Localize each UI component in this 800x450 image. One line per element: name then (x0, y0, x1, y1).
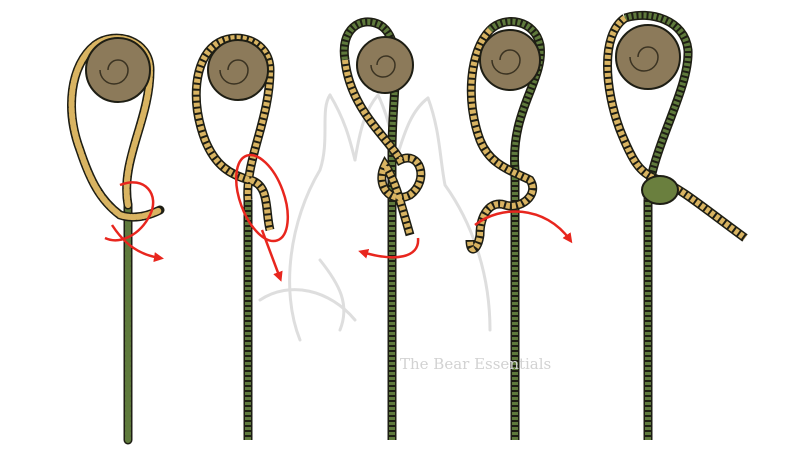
watermark-text: The Bear Essentials (400, 355, 552, 373)
post-disc (85, 37, 151, 103)
curved-arrow-left-icon (358, 237, 420, 259)
step-4 (465, 17, 573, 440)
step-3 (339, 17, 426, 440)
curved-arrow-right-icon (474, 210, 573, 244)
loop-arrow-icon (234, 153, 290, 243)
step-2 (191, 33, 290, 440)
bear-watermark-logo (258, 93, 492, 342)
circular-arrow-icon (104, 181, 155, 242)
step-1 (67, 33, 165, 445)
finished-knot (641, 175, 679, 205)
step-5 (603, 10, 748, 440)
